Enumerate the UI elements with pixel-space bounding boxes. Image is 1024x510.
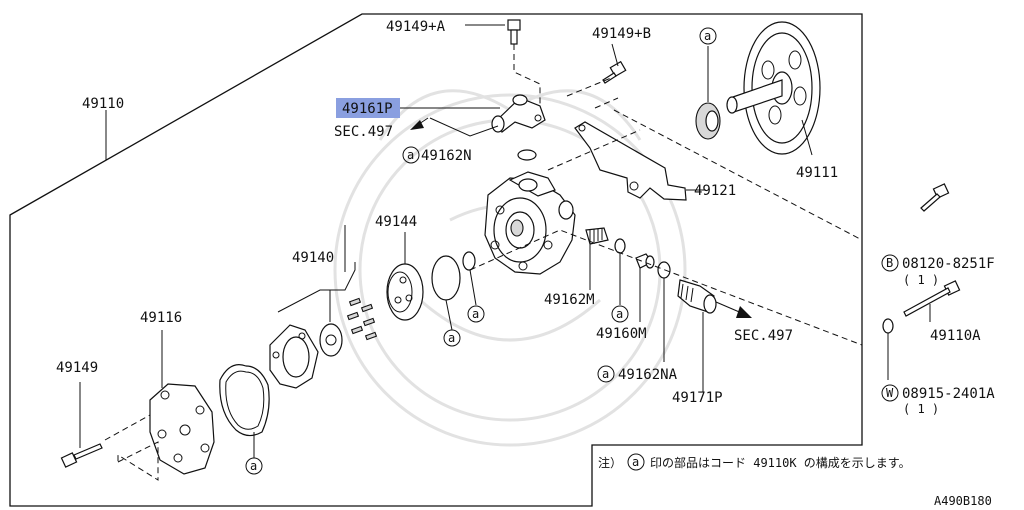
label-49149: 49149 [56,360,98,376]
svg-text:a: a [448,331,455,345]
label-49161p[interactable]: 49161P [342,101,393,117]
pump-body[interactable] [484,171,576,275]
arrow-sec497-right [715,301,752,318]
svg-text:a: a [602,367,609,381]
label-sec497-right[interactable]: SEC.497 [734,328,793,344]
svg-text:a: a [472,307,479,321]
svg-text:a: a [616,307,623,321]
bolt-49149[interactable] [60,382,103,468]
label-08915-qty: ( 1 ) [903,402,939,416]
dash-long-3 [547,129,641,171]
label-49149-b: 49149+B [592,26,651,42]
label-08915-2401a: 08915-2401A [902,386,995,402]
label-08120-8251f: 08120-8251F [902,256,995,272]
vanes-49140[interactable] [277,262,378,357]
marker-a-oring-small: a [467,305,485,323]
valve-49160m[interactable] [635,253,655,322]
label-49121: 49121 [694,183,736,199]
assembly-frame [9,13,863,507]
label-49110a: 49110A [930,328,981,344]
bolt-49110a[interactable] [903,280,961,322]
marker-b: B [881,254,899,272]
fitting-49161p[interactable] [400,94,546,137]
oring-49162na [657,261,671,279]
svg-text:B: B [886,256,893,270]
bolt-08120[interactable] [920,183,950,212]
label-08120-qty: ( 1 ) [903,273,939,287]
bracket-49121[interactable] [574,121,706,201]
pulley-49111[interactable] [726,21,821,156]
marker-a-49162na: a [597,365,615,383]
gasket [219,364,270,458]
label-49162m: 49162M [544,292,595,308]
marker-a-49162n: a [402,146,420,164]
label-49144: 49144 [375,214,417,230]
label-49111: 49111 [796,165,838,181]
label-49160m: 49160M [596,326,647,342]
label-sec497-top[interactable]: SEC.497 [334,124,393,140]
note-text: 印の部品はコード 49110K の構成を示します。 [650,455,911,470]
highlight-49161p [336,98,400,118]
svg-text:W: W [886,386,894,400]
svg-text:a: a [704,29,711,43]
diagram-code: A490B180 [934,494,992,508]
note-prefix: 注） [598,455,622,470]
marker-w: W [881,384,899,402]
spring-49162m[interactable] [585,227,609,290]
label-49116: 49116 [140,310,182,326]
label-49110: 49110 [82,96,124,112]
cover-49116[interactable] [149,330,215,475]
shaft-seal [695,46,721,140]
marker-a-oring-large: a [443,329,461,347]
label-49162na: 49162NA [618,367,678,383]
dash-cover [104,414,159,481]
bolt-49149-a[interactable] [465,19,521,45]
cam-ring [269,324,319,389]
connector-49171p[interactable] [677,279,717,392]
svg-text:a: a [407,148,414,162]
bolt-49149-b[interactable] [602,43,627,84]
oring-49162n[interactable] [517,149,537,161]
marker-a-49160m: a [611,305,629,323]
label-49162n: 49162N [421,148,472,164]
svg-text:a: a [632,455,639,469]
washer-08915[interactable] [882,318,894,334]
arrow-sec497-top [410,117,429,130]
marker-a-gasket: a [245,457,263,475]
marker-a-top: a [699,27,717,45]
label-49149-a: 49149+A [386,19,446,35]
svg-text:a: a [250,459,257,473]
dash-a [513,44,541,104]
plate-49144[interactable] [386,232,424,321]
marker-a-note: a [627,453,645,471]
dash-long-1 [566,77,863,241]
label-49171p: 49171P [672,390,723,406]
oring-small [462,251,476,271]
dash-long-2 [469,229,863,346]
oring-49162-a [614,238,626,254]
oring-large [431,255,461,301]
label-49140: 49140 [292,250,334,266]
